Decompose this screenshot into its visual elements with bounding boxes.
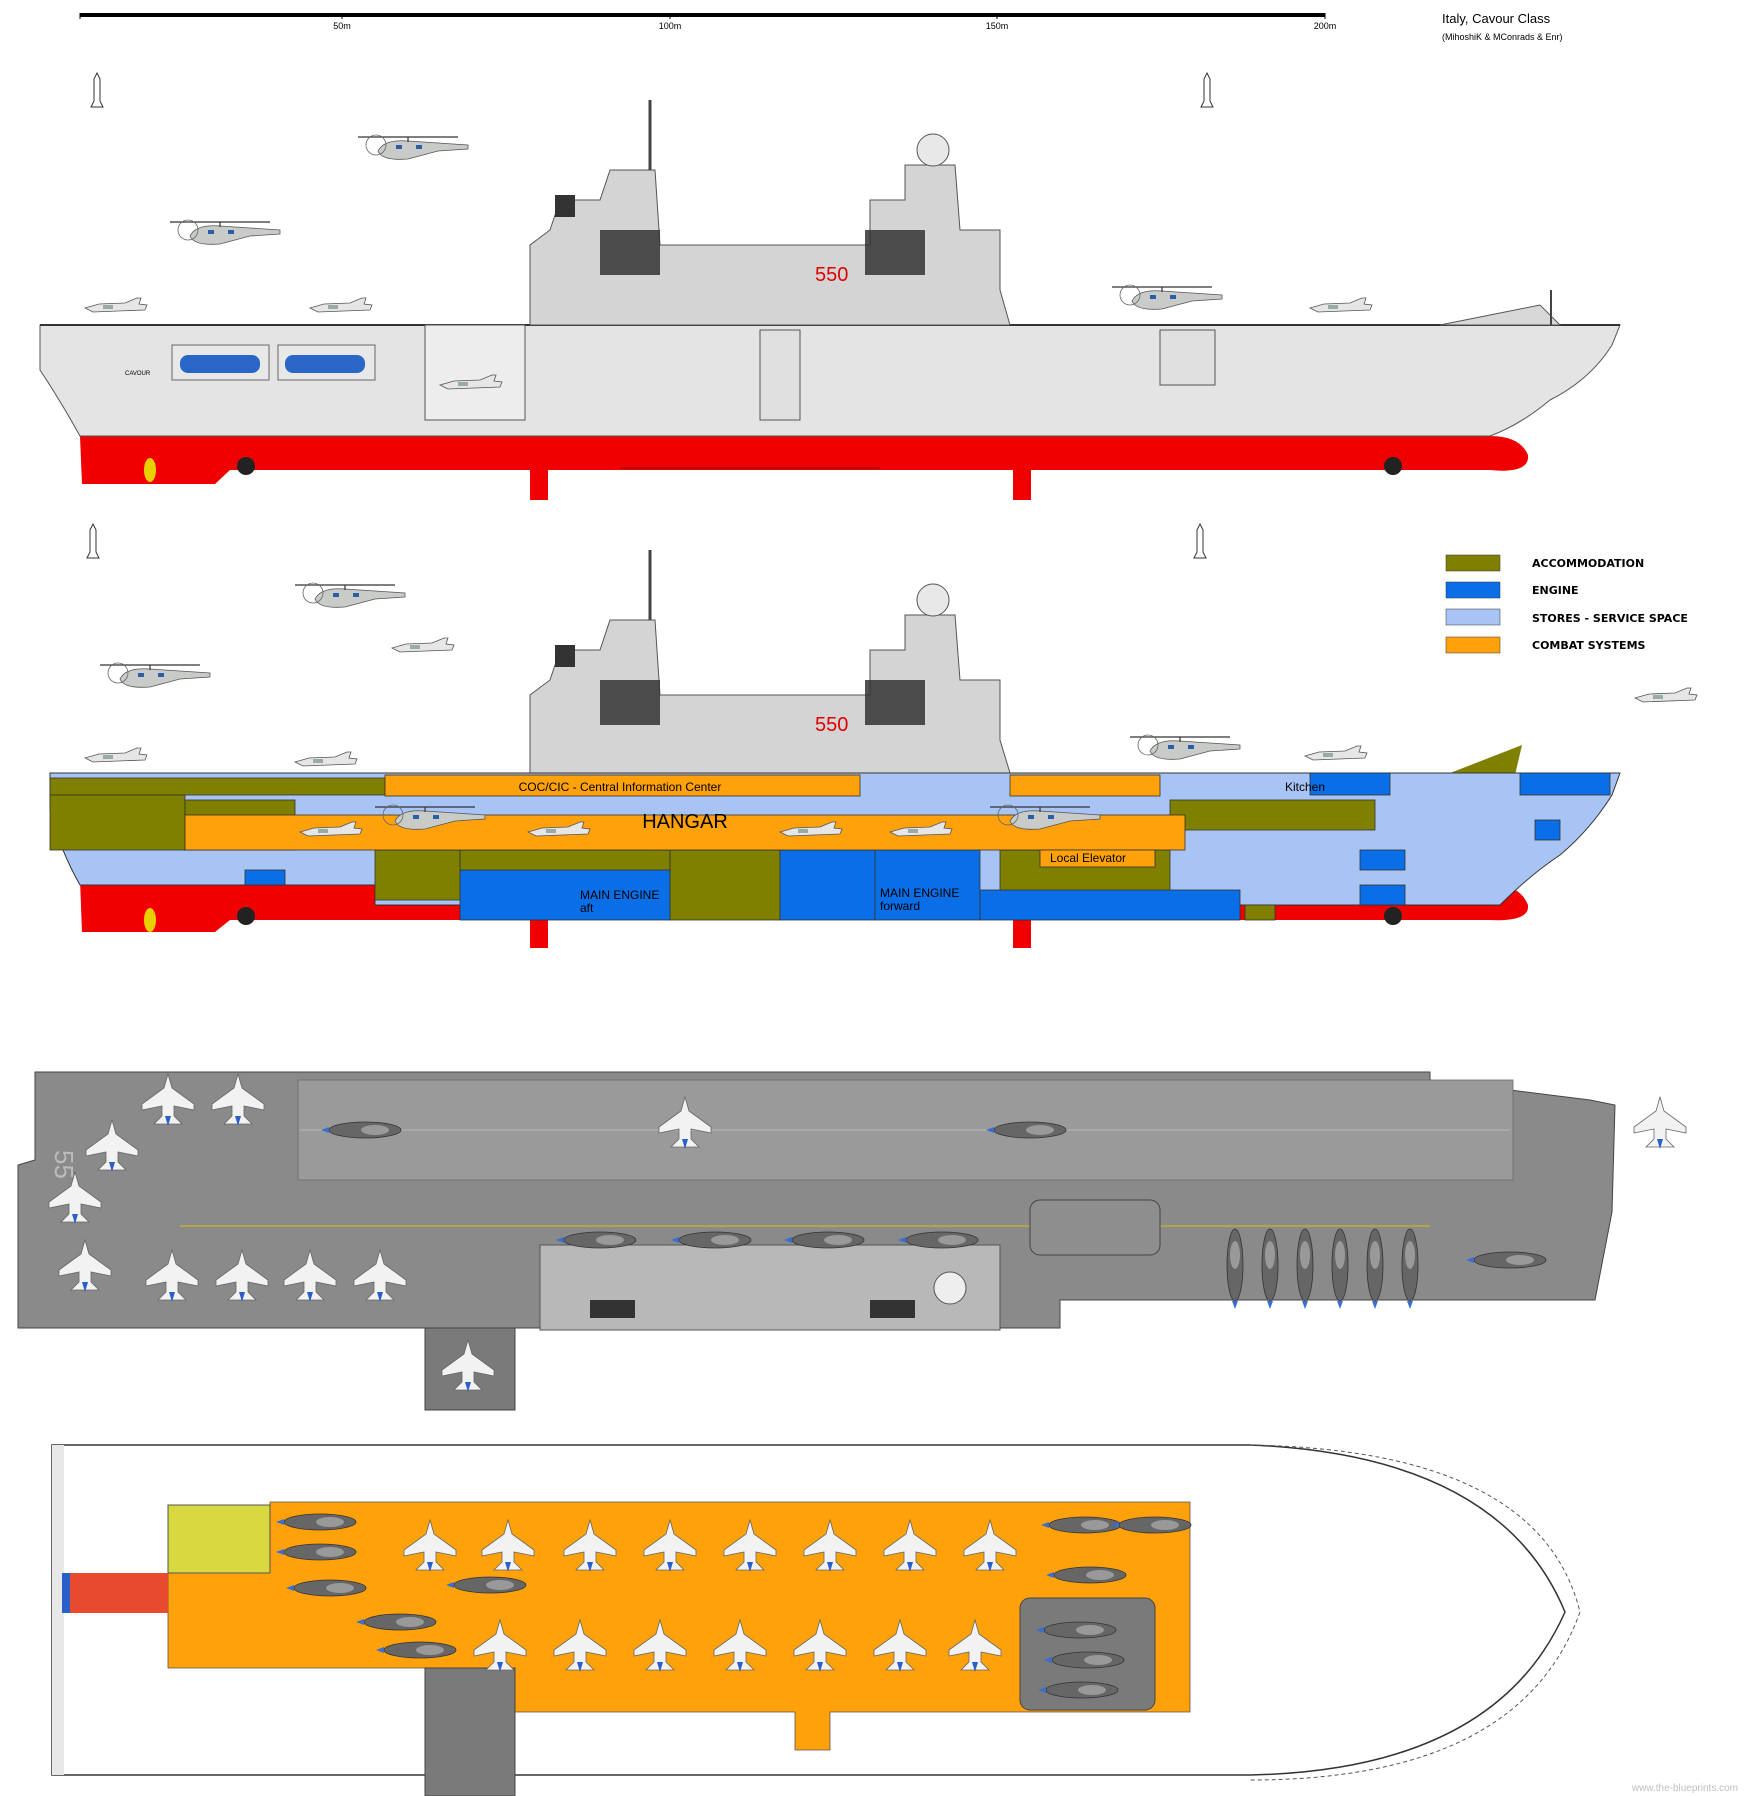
skeg	[1013, 470, 1031, 500]
legend-item-stores: STORES - SERVICE SPACE	[1445, 608, 1688, 626]
helicopter-icon	[1129, 734, 1241, 760]
scale-tick-200: 200m	[1314, 21, 1337, 31]
sheet-credits: (MihoshiK & MConrads & Enr)	[1442, 32, 1563, 42]
thruster-icon	[1384, 907, 1402, 925]
missile-icon	[1200, 72, 1214, 108]
scale-tick-50: 50m	[333, 21, 351, 31]
label-elevator: Local Elevator	[1050, 851, 1126, 865]
skeg	[530, 470, 548, 500]
hull-number: 550	[815, 714, 848, 736]
missile-icon	[86, 523, 100, 559]
jet-icon	[309, 297, 373, 313]
legend-label: COMBAT SYSTEMS	[1532, 639, 1646, 652]
hull-number: 550	[815, 264, 848, 286]
legend-label: ACCOMMODATION	[1532, 557, 1644, 570]
legend-item-accommodation: ACCOMMODATION	[1445, 554, 1644, 572]
lifeboat-icon	[180, 355, 260, 373]
helicopter-icon	[1111, 284, 1223, 310]
label-coc: COC/CIC - Central Information Center	[519, 780, 722, 794]
label-hangar: HANGAR	[642, 811, 728, 833]
label-kitchen: Kitchen	[1285, 780, 1325, 794]
jet-icon	[1634, 687, 1698, 703]
jet-icon	[84, 747, 148, 763]
legend-item-combat: COMBAT SYSTEMS	[1445, 636, 1646, 654]
profile-view: CAVOUR 550	[39, 72, 1621, 500]
hangar-plan-view	[51, 1444, 1581, 1796]
elevator	[1029, 1199, 1161, 1256]
legend-swatch	[1445, 608, 1501, 626]
jet-icon	[391, 637, 455, 653]
legend-swatch	[1445, 581, 1501, 599]
propeller-icon	[144, 458, 156, 482]
propeller-shaft	[142, 452, 218, 472]
thruster-icon	[1384, 457, 1402, 475]
hull-above-water	[39, 324, 1621, 437]
storage-area	[167, 1504, 271, 1574]
flight-deck-view: 55	[17, 1071, 1687, 1411]
legend-swatch	[1445, 554, 1501, 572]
missile-icon	[1193, 523, 1207, 559]
scale-tick-100: 100m	[659, 21, 682, 31]
legend-item-engine: ENGINE	[1445, 581, 1579, 599]
stern-compartment	[68, 1573, 168, 1613]
legend-label: STORES - SERVICE SPACE	[1532, 612, 1688, 625]
cutaway-view: 550	[49, 523, 1698, 948]
jet-icon	[294, 751, 358, 767]
ship-name-text: CAVOUR	[125, 371, 151, 377]
sheet-title: Italy, Cavour Class	[1442, 11, 1551, 26]
label-engine-forward: MAIN ENGINE	[880, 886, 959, 900]
propeller-icon	[144, 908, 156, 932]
jet-icon	[1304, 745, 1368, 761]
label-engine-aft: MAIN ENGINE	[580, 888, 659, 902]
helicopter-icon	[294, 582, 406, 608]
scale-tick-150: 150m	[986, 21, 1009, 31]
label-engine-aft-sub: aft	[580, 901, 594, 915]
jet-icon	[84, 297, 148, 313]
hull-underwater	[80, 436, 1529, 484]
jet-icon	[1309, 297, 1373, 313]
elevator	[424, 1667, 516, 1796]
watermark: www.the-blueprints.com	[1631, 1783, 1738, 1794]
legend: ACCOMMODATION ENGINE STORES - SERVICE SP…	[1445, 554, 1688, 654]
thruster-icon	[237, 907, 255, 925]
legend-label: ENGINE	[1532, 584, 1579, 597]
jet-icon	[1633, 1096, 1687, 1150]
lifeboat-icon	[285, 355, 365, 373]
legend-swatch	[1445, 636, 1501, 654]
helicopter-icon	[357, 134, 469, 160]
label-engine-forward-sub: forward	[880, 899, 920, 913]
radar-dome	[916, 133, 950, 167]
helicopter-icon	[169, 219, 281, 245]
thruster-icon	[237, 457, 255, 475]
radar-dome	[916, 583, 950, 617]
missile-icon	[90, 72, 104, 108]
helicopter-icon	[99, 662, 211, 688]
scale-bar: 50m 100m 150m 200m	[79, 13, 1337, 31]
